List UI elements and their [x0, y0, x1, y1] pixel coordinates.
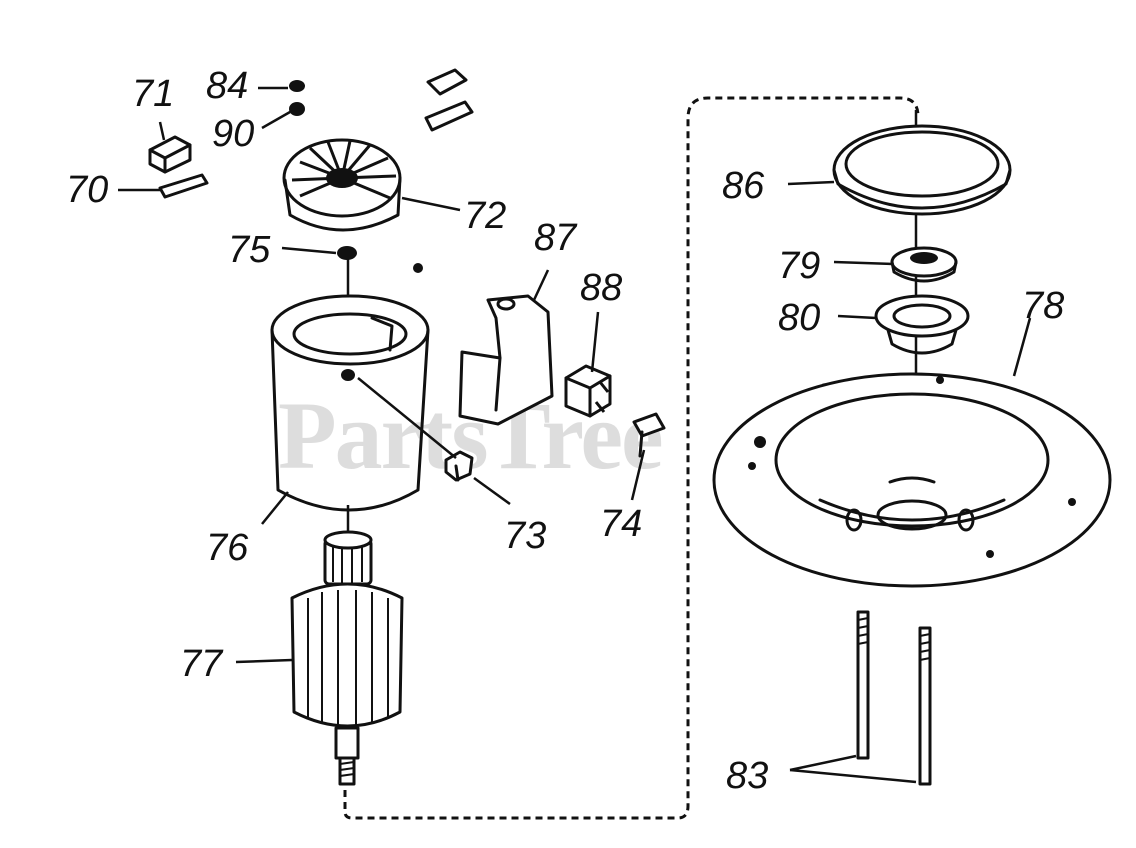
- label-80[interactable]: 80: [778, 297, 820, 339]
- label-73[interactable]: 73: [504, 515, 546, 557]
- part-90-washer[interactable]: [289, 102, 305, 116]
- part-75-washer[interactable]: [337, 246, 357, 260]
- part-87-bracket[interactable]: [458, 294, 554, 426]
- part-88-terminal-block[interactable]: [564, 364, 612, 418]
- label-77[interactable]: 77: [180, 643, 224, 685]
- small-dot: [413, 263, 423, 273]
- label-78[interactable]: 78: [1022, 285, 1064, 327]
- label-79[interactable]: 79: [778, 245, 820, 287]
- label-86[interactable]: 86: [722, 165, 765, 207]
- part-71-clip[interactable]: [148, 135, 192, 174]
- part-84-nut[interactable]: [289, 80, 305, 92]
- part-73-brush[interactable]: [444, 450, 474, 482]
- label-87[interactable]: 87: [534, 217, 578, 259]
- label-75[interactable]: 75: [228, 229, 271, 271]
- part-74-screw[interactable]: [632, 412, 666, 458]
- label-88[interactable]: 88: [580, 267, 622, 309]
- part-70-pin[interactable]: [158, 173, 209, 199]
- part-labels: 71 70 84 90 72 75 87 88 74 73 76 77 86 7…: [66, 65, 1064, 797]
- label-90[interactable]: 90: [212, 113, 254, 155]
- part-78-end-plate[interactable]: [712, 372, 1112, 588]
- label-70[interactable]: 70: [66, 169, 108, 211]
- fan-clip-part[interactable]: [424, 68, 474, 132]
- part-80-retainer[interactable]: [874, 294, 970, 355]
- part-83-bolt-right[interactable]: [918, 626, 932, 786]
- label-72[interactable]: 72: [464, 195, 506, 237]
- label-74[interactable]: 74: [600, 503, 642, 545]
- label-76[interactable]: 76: [206, 527, 249, 569]
- part-77-armature[interactable]: [290, 530, 404, 786]
- part-86-gasket-ring[interactable]: [832, 124, 1012, 216]
- label-71[interactable]: 71: [132, 73, 174, 115]
- part-83-bolt-left[interactable]: [856, 610, 870, 760]
- part-72-fan[interactable]: [282, 138, 402, 232]
- label-84[interactable]: 84: [206, 65, 248, 107]
- part-76-housing[interactable]: [270, 294, 430, 512]
- part-79-bearing[interactable]: [890, 246, 958, 283]
- label-83[interactable]: 83: [726, 755, 768, 797]
- leader-lines: [118, 86, 1032, 784]
- assembly-boundary-line: [343, 96, 920, 820]
